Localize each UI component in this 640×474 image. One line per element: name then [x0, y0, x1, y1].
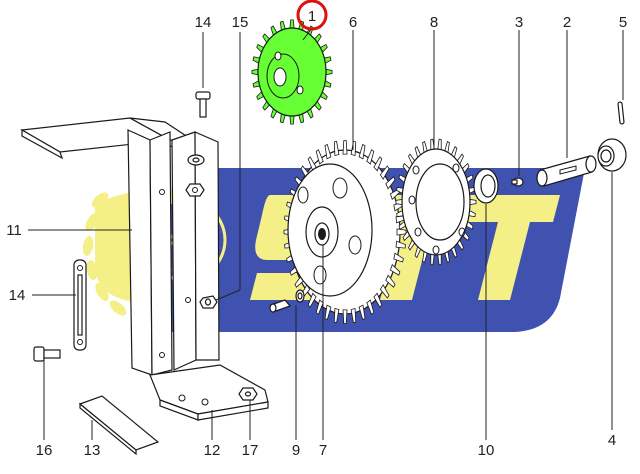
highlighted-sprocket-part-1[interactable]	[251, 19, 333, 125]
gear-tooth	[350, 307, 357, 324]
gear-tooth	[385, 274, 396, 288]
gear-tooth	[395, 240, 406, 249]
gear-tooth	[393, 252, 404, 263]
gear-tooth	[396, 228, 407, 236]
pin-part-5	[617, 101, 625, 125]
gear-tooth	[373, 292, 383, 308]
callout-10: 10	[478, 442, 495, 459]
callout-9: 9	[292, 442, 300, 459]
callout-8: 8	[430, 14, 438, 31]
gear-tooth	[379, 284, 390, 299]
gear-tooth	[324, 304, 332, 321]
shaft-part-2	[536, 155, 597, 187]
bolt-part-15	[195, 91, 211, 118]
leader-lines	[28, 27, 624, 440]
cap-screw-part-9	[269, 289, 305, 313]
gear-tooth	[333, 307, 340, 324]
bolt-part-16	[33, 346, 61, 362]
callout-4: 4	[608, 432, 616, 449]
gear-tooth	[358, 304, 366, 321]
gear-tooth	[373, 156, 383, 172]
plate-part-13	[78, 395, 160, 456]
gear-tooth	[315, 299, 324, 315]
callout-14: 14	[9, 287, 26, 304]
gear-tooth	[358, 143, 366, 160]
gear-tooth	[315, 149, 324, 165]
callout-7: 7	[319, 442, 327, 459]
link-plate-part-14	[73, 259, 87, 351]
gear-tooth	[366, 149, 375, 165]
gear-tooth	[342, 140, 348, 155]
gear-tooth	[366, 299, 375, 315]
callout-labels: 1 14 15 6 8 3 2 5 11 14 16 13 12 17 9 7 …	[6, 8, 627, 459]
callout-2: 2	[563, 14, 571, 31]
gear-tooth	[385, 176, 396, 190]
callout-16-bottom: 16	[36, 442, 53, 459]
bevel-gear-part-6	[283, 140, 407, 324]
callout-16-top: 15	[232, 14, 249, 31]
sprocket-part-8	[395, 138, 477, 266]
callout-17: 17	[242, 442, 259, 459]
screw-part-3	[511, 177, 524, 187]
callout-11: 11	[6, 222, 22, 239]
callout-1: 1	[308, 8, 316, 25]
callout-3: 3	[515, 14, 523, 31]
gear-tooth	[389, 263, 401, 276]
highlight-ring	[296, 0, 328, 31]
collar-part-4	[597, 138, 627, 172]
callout-5: 5	[619, 14, 627, 31]
gear-tooth	[379, 165, 390, 180]
callout-15: 14	[195, 14, 212, 31]
gear-tooth	[342, 309, 348, 324]
callout-12: 12	[204, 442, 221, 459]
gear-tooth	[307, 292, 317, 308]
gear-tooth	[333, 140, 340, 157]
fasteners-on-bracket	[185, 154, 258, 401]
callout-13: 13	[84, 442, 101, 459]
gear-teeth-graphic	[283, 140, 407, 324]
washer-part-10	[473, 168, 499, 204]
callout-6: 6	[349, 14, 357, 31]
gear-tooth	[324, 143, 332, 160]
